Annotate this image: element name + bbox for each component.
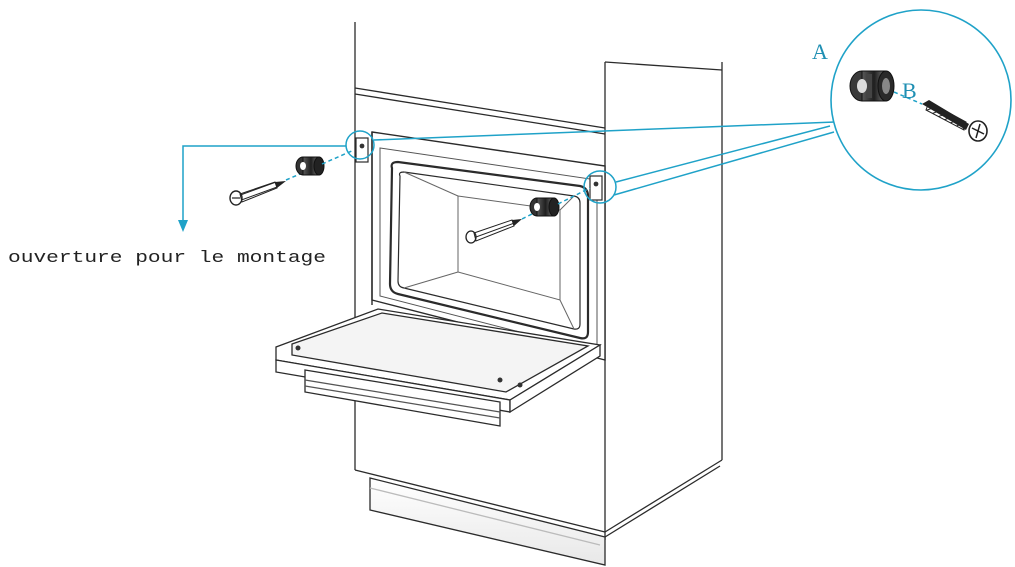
oven-door	[275, 308, 602, 427]
label-b: B	[902, 78, 917, 103]
mounting-opening-label: ouverture pour le montage	[8, 249, 326, 268]
screw-icon-left	[229, 181, 286, 206]
screw-icon-magnified	[922, 100, 988, 142]
wall-anchor-icon-right	[529, 197, 560, 217]
detail-circle-left	[345, 130, 375, 160]
label-a: A	[812, 39, 828, 64]
arrow-down-icon	[178, 220, 188, 232]
detail-magnified	[830, 9, 1012, 191]
wall-anchor-icon-magnified	[849, 70, 895, 102]
leader-lines	[182, 121, 836, 222]
detail-circle-right	[583, 170, 617, 204]
leader-to-label	[182, 145, 346, 222]
cabinet	[354, 22, 723, 566]
wall-anchor-icon-left	[295, 156, 325, 176]
screw-icon-right	[465, 219, 522, 244]
